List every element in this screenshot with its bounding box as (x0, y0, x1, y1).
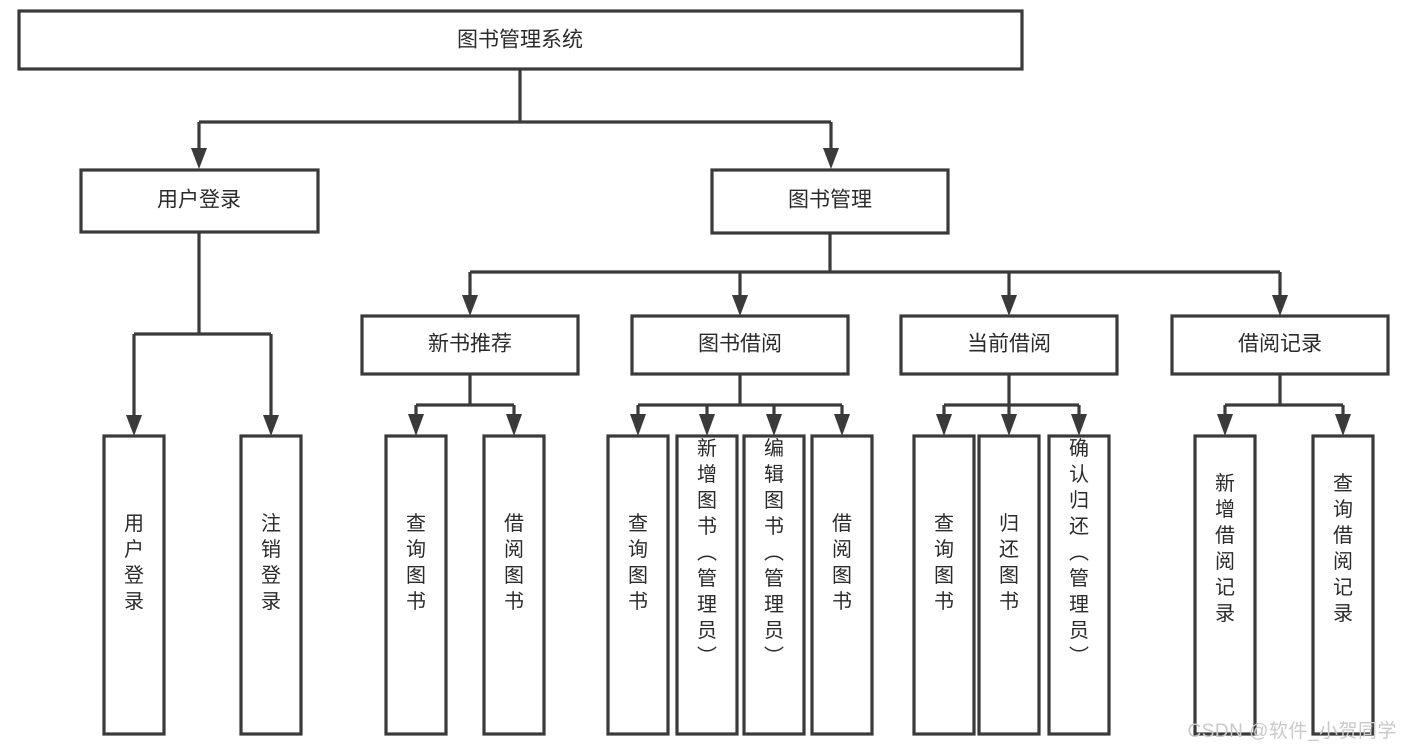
node-book-borrow[interactable]: 图书借阅 (630, 314, 850, 376)
node-user-login[interactable]: 用户登录 (79, 168, 320, 234)
node-book-borrow-label: 图书借阅 (698, 333, 782, 356)
leaf-add-book-label: 新增图书︵管理员︶ (697, 437, 717, 668)
node-new-book-recommend-label: 新书推荐 (428, 333, 512, 356)
node-borrow-record-label: 借阅记录 (1238, 333, 1322, 356)
connector-bookborrow-to-leaves (630, 374, 850, 436)
connector-root-to-level1 (191, 69, 839, 169)
leaf-add-record-label: 新增借阅记录 (1215, 472, 1235, 625)
leaf-user-logout-label: 注销登录 (261, 512, 281, 613)
leaf-query-book-3[interactable]: 查询图书 (912, 434, 976, 736)
node-book-manage[interactable]: 图书管理 (710, 168, 950, 235)
connector-currentborrow-to-leaves (936, 374, 1087, 436)
leaf-return-book-label: 归还图书 (999, 512, 1019, 613)
connector-bookmanage-to-level2 (462, 233, 1288, 316)
leaf-confirm-return-label: 确认归还︵管理员︶ (1069, 437, 1089, 668)
leaf-user-login[interactable]: 用户登录 (102, 434, 166, 736)
leaf-user-logout[interactable]: 注销登录 (239, 434, 303, 736)
node-root[interactable]: 图书管理系统 (17, 9, 1024, 71)
node-root-label: 图书管理系统 (457, 29, 583, 52)
leaf-query-book-2-label: 查询图书 (628, 512, 648, 613)
leaf-query-book-1[interactable]: 查询图书 (384, 434, 448, 736)
leaf-query-record[interactable]: 查询借阅记录 (1311, 434, 1375, 736)
leaf-borrow-book-2[interactable]: 借阅图书 (810, 434, 874, 736)
leaf-borrow-book-1-label: 借阅图书 (504, 512, 524, 613)
connector-userlogin-to-leaves (126, 232, 279, 436)
node-current-borrow-label: 当前借阅 (967, 333, 1051, 356)
connector-newbook-to-leaves (408, 374, 522, 436)
leaf-edit-book-label: 编辑图书︵管理员︶ (764, 437, 784, 668)
node-new-book-recommend[interactable]: 新书推荐 (360, 314, 580, 376)
connector-borrowrecord-to-leaves (1217, 374, 1351, 436)
node-user-login-label: 用户登录 (157, 189, 241, 212)
leaf-user-login-label: 用户登录 (124, 513, 144, 613)
leaf-add-book[interactable]: 新增图书︵管理员︶ (675, 434, 739, 736)
leaf-query-book-3-label: 查询图书 (934, 512, 954, 613)
leaf-borrow-book-2-label: 借阅图书 (832, 512, 852, 613)
leaf-edit-book[interactable]: 编辑图书︵管理员︶ (742, 434, 806, 736)
leaf-query-book-2[interactable]: 查询图书 (606, 434, 670, 736)
leaf-borrow-book-1[interactable]: 借阅图书 (482, 434, 546, 736)
node-book-manage-label: 图书管理 (788, 189, 872, 212)
node-borrow-record[interactable]: 借阅记录 (1170, 314, 1390, 376)
leaf-add-record[interactable]: 新增借阅记录 (1193, 434, 1257, 736)
node-current-borrow[interactable]: 当前借阅 (899, 314, 1119, 376)
leaf-query-record-label: 查询借阅记录 (1333, 472, 1353, 625)
leaf-return-book[interactable]: 归还图书 (977, 434, 1041, 736)
leaf-query-book-1-label: 查询图书 (406, 512, 426, 613)
leaf-confirm-return[interactable]: 确认归还︵管理员︶ (1047, 434, 1111, 736)
